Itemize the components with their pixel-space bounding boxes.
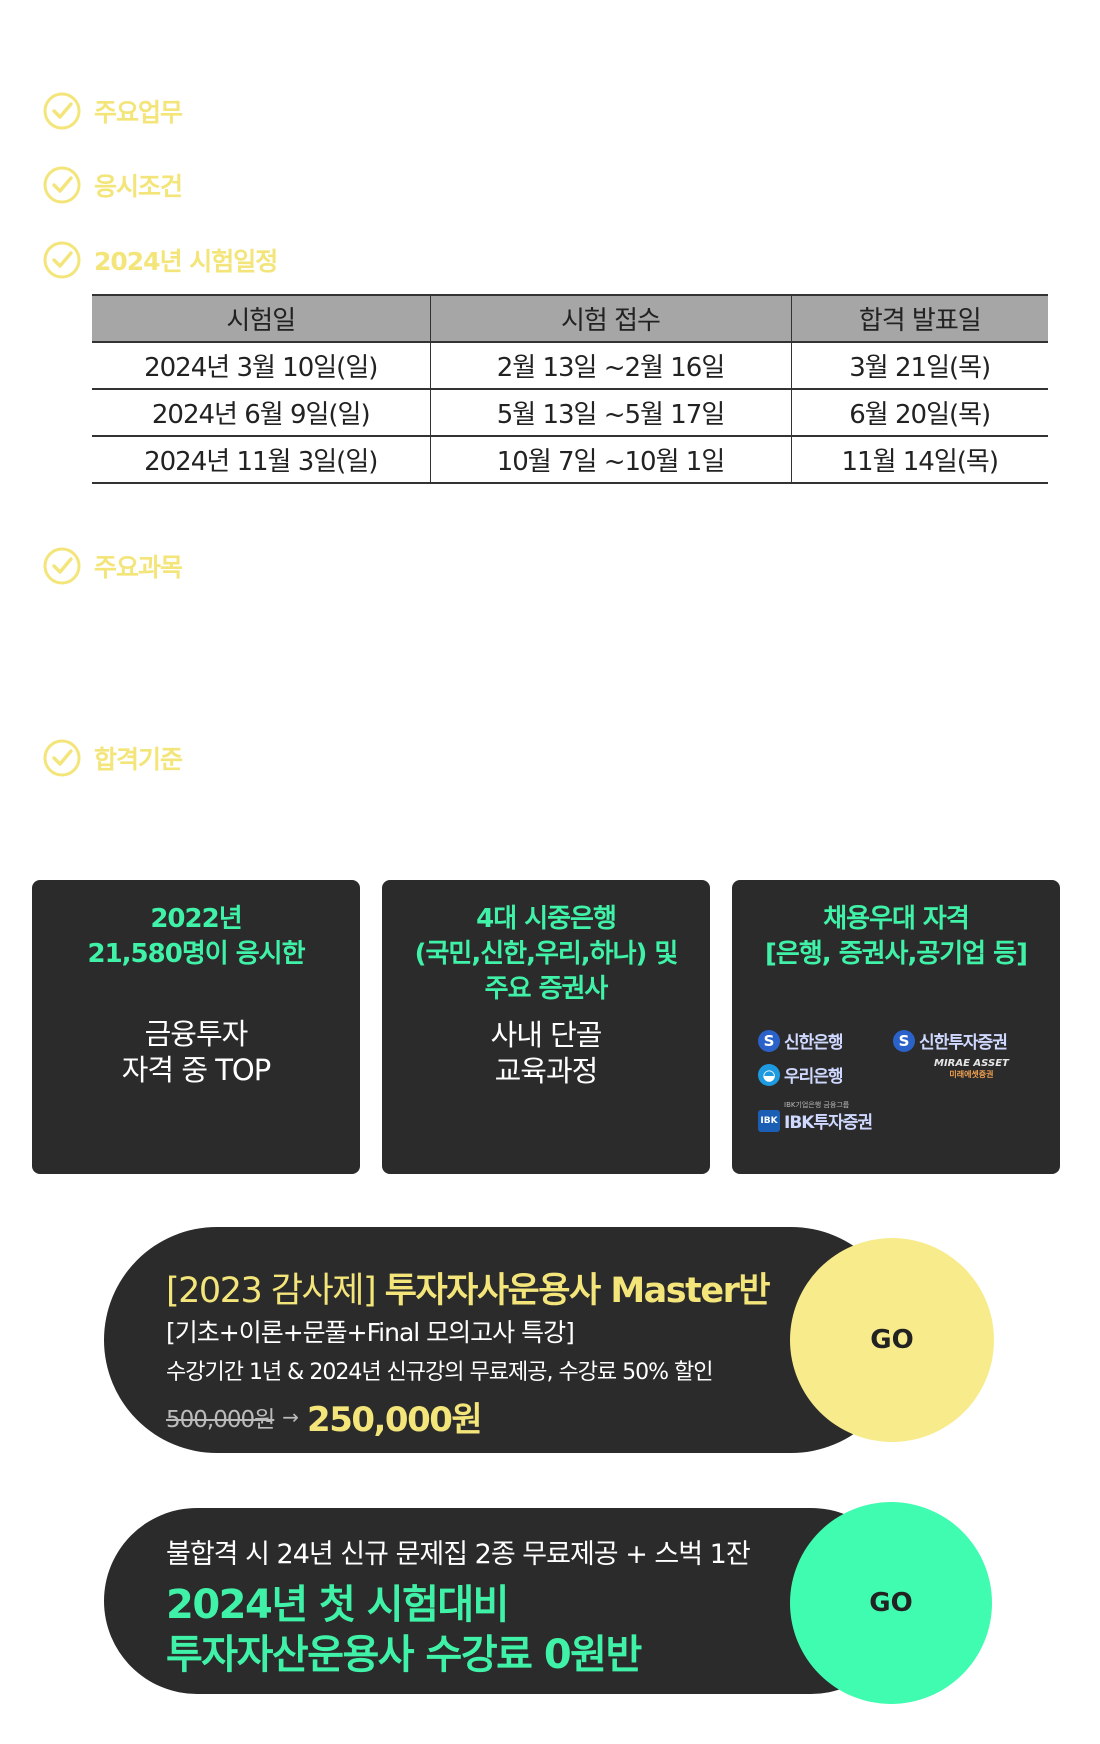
go-button[interactable]: GO [790,1238,994,1442]
section-duties: 주요업무 [42,91,183,131]
card-headline: 채용우대 자격 [은행, 증권사,공기업 등] [732,902,1060,972]
section-label: 응시조건 [94,172,183,201]
sale-price: 250,000원 [307,1400,483,1440]
table-row: 2024년 3월 10일(일) 2월 13일 ~2월 16일 3월 21일(목) [92,342,1048,390]
section-requirements: 응시조건 [42,165,183,205]
logo-text: 신한은행 [784,1033,844,1053]
partner-logos: S 신한은행 S 신한투자증권 ◒ 우리은행 MIRAE ASSET 미래에셋증… [758,1028,1034,1158]
logo-text: 신한투자증권 [919,1033,1008,1053]
card-body: 금융투자 자격 중 TOP [32,1016,360,1088]
banner-title: [2023 감사제] 투자자사운용사 Master반 [166,1262,771,1313]
table-cell: 11월 14일(목) [790,436,1048,484]
check-circle-icon [43,241,81,279]
table-row: 2024년 6월 9일(일) 5월 13일 ~5월 17일 6월 20일(목) [92,389,1048,437]
logo-shinhan-bank: S 신한은행 [758,1028,844,1053]
banner-headline: 투자자산운용사 수강료 0원반 [166,1632,642,1678]
go-button[interactable]: GO [790,1502,992,1704]
card-headline-line: 주요 증권사 [484,974,609,1004]
banner-subtitle: [기초+이론+문풀+Final 모의고사 특강] [166,1318,575,1347]
card-headline-line: [은행, 증권사,공기업 등] [765,939,1028,969]
section-schedule: 2024년 시험일정 [42,240,278,280]
ibk-logo-icon: IBK [758,1109,780,1132]
card-body-line: 교육과정 [494,1054,599,1088]
table-cell: 3월 21일(목) [790,342,1048,390]
card-body: 사내 단골 교육과정 [382,1017,710,1089]
card-body-line: 금융투자 [144,1017,249,1051]
table-cell: 2월 13일 ~2월 16일 [429,342,791,390]
check-circle-icon [43,166,81,204]
card-headline-line: 2022년 [150,904,242,934]
banner-price: 500,000원 → 250,000원 [166,1392,483,1441]
woori-logo-icon: ◒ [758,1063,780,1086]
feature-card-hiring: 채용우대 자격 [은행, 증권사,공기업 등] S 신한은행 S 신한투자증권 … [732,880,1060,1174]
section-label: 주요업무 [94,98,183,127]
promo-banner-master[interactable] [104,1227,904,1453]
logo-text: IBK투자증권 [784,1113,873,1133]
card-body-line: 사내 단골 [490,1018,603,1052]
section-subjects: 주요과목 [42,546,183,586]
feature-card-banks: 4대 시중은행 (국민,신한,우리,하나) 및 주요 증권사 사내 단골 교육과… [382,880,710,1174]
logo-text: 우리은행 [784,1067,844,1087]
logo-text: MIRAE ASSET [934,1058,1009,1069]
card-headline: 2022년 21,580명이 응시한 [32,902,360,972]
table-cell: 6월 20일(목) [790,389,1048,437]
banner-tag: [2023 감사제] [166,1271,377,1311]
table-cell: 2024년 6월 9일(일) [92,389,430,437]
section-pass-criteria: 합격기준 [42,738,183,778]
card-body-line: 자격 중 TOP [121,1053,272,1087]
banner-course-name: 투자자사운용사 Master반 [384,1271,771,1311]
card-headline-line: (국민,신한,우리,하나) 및 [414,939,679,969]
table-header-cell: 시험 접수 [429,294,791,343]
logo-caption: IBK기업은행 금융그룹 [784,1101,850,1109]
logo-ibk-securities: IBK기업은행 금융그룹 IBK IBK투자증권 [758,1101,873,1133]
logo-woori-bank: ◒ 우리은행 [758,1062,844,1087]
feature-card-applicants: 2022년 21,580명이 응시한 금융투자 자격 중 TOP [32,880,360,1174]
table-cell: 2024년 11월 3일(일) [92,436,430,484]
table-header-row: 시험일 시험 접수 합격 발표일 [92,294,1048,343]
table-header-cell: 시험일 [92,294,430,343]
table-cell: 2024년 3월 10일(일) [92,342,430,390]
section-label: 주요과목 [94,553,183,582]
logo-text: 미래에셋증권 [949,1070,994,1079]
table-row: 2024년 11월 3일(일) 10월 7일 ~10월 1일 11월 14일(목… [92,436,1048,484]
card-headline-line: 채용우대 자격 [823,904,970,934]
table-header-cell: 합격 발표일 [790,294,1048,343]
logo-shinhan-securities: S 신한투자증권 [893,1028,1008,1053]
shinhan-logo-icon: S [758,1029,780,1052]
banner-description: 수강기간 1년 & 2024년 신규강의 무료제공, 수강료 50% 할인 [166,1360,714,1385]
banner-headline: 2024년 첫 시험대비 [166,1582,509,1628]
original-price: 500,000원 [166,1406,275,1433]
section-label: 합격기준 [94,745,183,774]
logo-mirae-asset: MIRAE ASSET 미래에셋증권 [934,1058,1009,1080]
card-headline: 4대 시중은행 (국민,신한,우리,하나) 및 주요 증권사 [382,902,710,1007]
card-headline-line: 4대 시중은행 [476,904,617,934]
check-circle-icon [43,92,81,130]
exam-schedule-table: 시험일 시험 접수 합격 발표일 2024년 3월 10일(일) 2월 13일 … [92,294,1048,484]
section-label: 2024년 시험일정 [94,247,278,276]
shinhan-logo-icon: S [893,1029,915,1052]
table-cell: 5월 13일 ~5월 17일 [429,389,791,437]
check-circle-icon [43,739,81,777]
promo-banner-free[interactable] [104,1508,904,1694]
card-headline-line: 21,580명이 응시한 [87,939,306,969]
check-circle-icon [43,547,81,585]
table-cell: 10월 7일 ~10월 1일 [429,436,791,484]
banner-top-text: 불합격 시 24년 신규 문제집 2종 무료제공 + 스벅 1잔 [166,1539,751,1570]
arrow-right-icon: → [282,1404,300,1429]
